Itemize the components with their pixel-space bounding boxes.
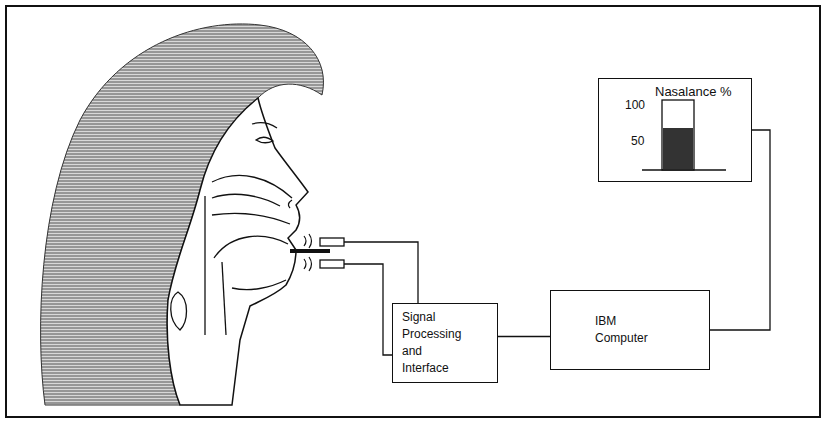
process-box: Signal Processing and Interface: [392, 303, 498, 383]
frame: [6, 6, 820, 417]
signal-wire: [710, 130, 770, 330]
computer-box: IBM Computer: [550, 290, 710, 370]
hair: [41, 24, 324, 405]
scale-number: 100: [625, 97, 645, 114]
anatomy: [171, 123, 292, 335]
sound-waves: [304, 234, 312, 271]
bar-graph: [642, 100, 726, 170]
box-label: IBM Computer: [595, 313, 670, 347]
separator-plate: [290, 249, 330, 253]
box-label: Signal Processing and Interface: [402, 309, 472, 377]
oral-microphone: [320, 260, 344, 268]
display-box: Nasalance % 100 50: [598, 78, 752, 182]
face: [167, 98, 308, 405]
signal-wire: [498, 336, 550, 337]
nasal-microphone: [320, 238, 344, 246]
scale-number: 50: [631, 133, 644, 150]
box-label: Nasalance %: [655, 83, 732, 100]
